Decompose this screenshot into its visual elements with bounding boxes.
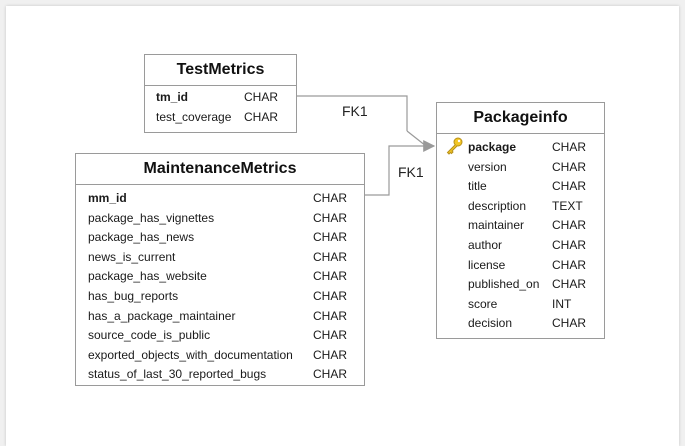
column-row[interactable]: title CHAR — [437, 179, 604, 199]
table-title: MaintenanceMetrics — [76, 154, 364, 185]
column-name: title — [468, 179, 487, 194]
column-type: CHAR — [552, 140, 587, 154]
column-row[interactable]: exported_objects_with_documentation CHAR — [76, 348, 364, 368]
fk-label-maintenance: FK1 — [398, 164, 424, 180]
column-type: CHAR — [313, 288, 348, 303]
column-type: CHAR — [313, 191, 348, 205]
primary-key-row[interactable]: mm_id CHAR — [76, 191, 364, 211]
column-name: tm_id — [156, 90, 189, 104]
column-row[interactable]: score INT — [437, 297, 604, 317]
column-row[interactable]: package_has_website CHAR — [76, 269, 364, 289]
fk-line-testmetrics — [295, 95, 408, 131]
column-type: CHAR — [552, 218, 587, 233]
fk-arrow-join — [406, 130, 427, 147]
column-type: CHAR — [313, 210, 348, 225]
column-row[interactable]: license CHAR — [437, 258, 604, 278]
column-type: CHAR — [313, 269, 348, 284]
column-type: CHAR — [313, 249, 348, 264]
table-title: TestMetrics — [145, 55, 296, 86]
column-name: package_has_vignettes — [88, 210, 215, 225]
column-row[interactable]: news_is_current CHAR — [76, 250, 364, 270]
column-type: CHAR — [244, 109, 279, 124]
column-type: CHAR — [313, 230, 348, 245]
column-name: test_coverage — [156, 109, 232, 124]
fk-line-maintenance — [363, 140, 436, 196]
column-type: CHAR — [552, 316, 587, 331]
column-name: source_code_is_public — [88, 328, 211, 343]
column-name: exported_objects_with_documentation — [88, 347, 293, 362]
key-icon — [446, 137, 463, 155]
column-row[interactable]: decision CHAR — [437, 316, 604, 336]
column-name: package_has_website — [88, 269, 207, 284]
column-name: license — [468, 257, 506, 272]
column-type: TEXT — [552, 198, 583, 213]
column-row[interactable]: package_has_vignettes CHAR — [76, 211, 364, 231]
column-type: CHAR — [313, 347, 348, 362]
column-type: CHAR — [552, 159, 587, 174]
column-name: author — [468, 237, 503, 252]
column-row[interactable]: package_has_news CHAR — [76, 230, 364, 250]
fk-label-testmetrics: FK1 — [342, 103, 368, 119]
column-name: package — [468, 140, 517, 154]
column-row[interactable]: has_a_package_maintainer CHAR — [76, 309, 364, 329]
column-name: score — [468, 296, 498, 311]
column-type: CHAR — [552, 179, 587, 194]
primary-key-row[interactable]: package CHAR — [437, 137, 604, 160]
column-name: mm_id — [88, 191, 127, 205]
table-title: Packageinfo — [437, 103, 604, 134]
column-row[interactable]: status_of_last_30_reported_bugs CHAR — [76, 367, 364, 387]
column-row[interactable]: published_on CHAR — [437, 277, 604, 297]
column-name: description — [468, 198, 527, 213]
column-type: CHAR — [313, 367, 348, 382]
column-row[interactable]: source_code_is_public CHAR — [76, 328, 364, 348]
column-name: published_on — [468, 277, 540, 292]
column-row[interactable]: author CHAR — [437, 238, 604, 258]
column-type: INT — [552, 296, 572, 311]
column-name: status_of_last_30_reported_bugs — [88, 367, 267, 382]
column-row[interactable]: test_coverage CHAR — [145, 110, 296, 130]
column-type: CHAR — [244, 90, 279, 104]
column-name: has_bug_reports — [88, 288, 179, 303]
primary-key-row[interactable]: tm_id CHAR — [145, 90, 296, 110]
column-name: decision — [468, 316, 513, 331]
column-type: CHAR — [552, 257, 587, 272]
column-name: version — [468, 159, 507, 174]
column-row[interactable]: version CHAR — [437, 160, 604, 180]
column-type: CHAR — [313, 328, 348, 343]
column-name: maintainer — [468, 218, 525, 233]
column-row[interactable]: maintainer CHAR — [437, 218, 604, 238]
column-row[interactable]: description TEXT — [437, 199, 604, 219]
column-type: CHAR — [552, 277, 587, 292]
relationship-connectors — [295, 95, 436, 196]
column-name: package_has_news — [88, 230, 195, 245]
column-row[interactable]: has_bug_reports CHAR — [76, 289, 364, 309]
column-type: CHAR — [552, 237, 587, 252]
column-name: has_a_package_maintainer — [88, 308, 236, 323]
column-type: CHAR — [313, 308, 348, 323]
column-name: news_is_current — [88, 249, 176, 264]
